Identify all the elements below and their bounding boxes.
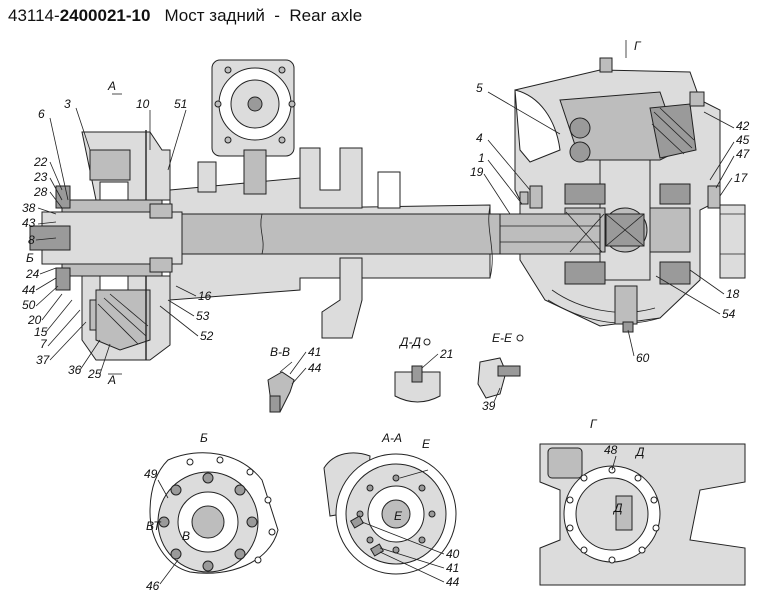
callout-46: 46 bbox=[146, 579, 160, 593]
callout-1: 1 bbox=[478, 151, 485, 165]
callout-36: 36 bbox=[68, 363, 82, 377]
mark-v: В bbox=[182, 529, 190, 543]
callout-54: 54 bbox=[722, 307, 736, 321]
callout-52: 52 bbox=[200, 329, 214, 343]
callout-28: 28 bbox=[33, 185, 48, 199]
callout-37: 37 bbox=[36, 353, 51, 367]
callout-3: 3 bbox=[64, 97, 71, 111]
label-ee: Е-Е bbox=[492, 331, 513, 345]
callout-25: 25 bbox=[87, 367, 102, 381]
callout-6: 6 bbox=[38, 107, 45, 121]
mark-d-2: Д bbox=[612, 501, 623, 515]
callout-10: 10 bbox=[136, 97, 150, 111]
callout-16: 16 bbox=[198, 289, 212, 303]
drawing-title: 43114-2400021-10 Мост задний - Rear axle bbox=[8, 6, 362, 26]
callout-18: 18 bbox=[726, 287, 740, 301]
axle-housing bbox=[169, 147, 506, 339]
title-en: Rear axle bbox=[289, 6, 363, 25]
callout-44b: 44 bbox=[446, 575, 460, 589]
title-ru: Мост задний bbox=[164, 6, 265, 25]
label-view-aa: А-А bbox=[381, 431, 402, 445]
callouts-diff: 5 4 1 19 42 45 47 17 18 54 60 bbox=[470, 81, 751, 365]
callout-44: 44 bbox=[308, 361, 322, 375]
label-vv: В-В bbox=[270, 345, 290, 359]
callout-23: 23 bbox=[33, 170, 48, 184]
callout-45: 45 bbox=[736, 133, 750, 147]
label-view-b: Б bbox=[200, 431, 208, 445]
mark-b-left: Б bbox=[26, 251, 34, 265]
mark-e: Е bbox=[422, 437, 431, 451]
callout-47: 47 bbox=[736, 147, 751, 161]
label-view-g: Г bbox=[590, 417, 598, 431]
brake-chamber bbox=[197, 59, 296, 195]
part-number: 2400021-10 bbox=[59, 6, 151, 25]
wheel-hub bbox=[29, 130, 183, 361]
callout-48: 48 bbox=[604, 443, 618, 457]
callout-43: 43 bbox=[22, 216, 36, 230]
callout-21: 21 bbox=[439, 347, 453, 361]
callout-51: 51 bbox=[174, 97, 187, 111]
section-dd bbox=[394, 338, 441, 403]
callout-22: 22 bbox=[33, 155, 48, 169]
view-b-flange bbox=[149, 452, 279, 574]
callout-8: 8 bbox=[28, 233, 35, 247]
main-gear-differential bbox=[499, 57, 746, 333]
mark-d-1: Д bbox=[634, 445, 645, 459]
callout-5: 5 bbox=[476, 81, 483, 95]
callout-4: 4 bbox=[476, 131, 483, 145]
callout-40: 40 bbox=[446, 547, 460, 561]
callout-20: 20 bbox=[27, 313, 42, 327]
callout-50: 50 bbox=[22, 298, 36, 312]
mark-a-bottom: А bbox=[107, 373, 116, 387]
mark-e-inner: Е bbox=[394, 509, 403, 523]
callout-60: 60 bbox=[636, 351, 650, 365]
section-vv bbox=[267, 361, 295, 413]
callout-41b: 41 bbox=[446, 561, 459, 575]
callout-7: 7 bbox=[40, 337, 48, 351]
mark-vt: ВТ bbox=[146, 519, 162, 533]
callout-42: 42 bbox=[736, 119, 750, 133]
callouts-hub: 6 3 10 51 22 23 28 38 43 8 24 44 50 20 1… bbox=[22, 97, 214, 381]
callout-17: 17 bbox=[734, 171, 749, 185]
view-g-carrier bbox=[539, 443, 746, 586]
callouts-sections: 41 44 21 39 bbox=[289, 345, 501, 413]
section-marks: А А Б Г В-В Д-Д Е-Е Б А-А Е Е Г Д Д ВТ В bbox=[26, 39, 645, 543]
callout-38: 38 bbox=[22, 201, 36, 215]
part-prefix: 43114- bbox=[8, 6, 60, 25]
callout-44: 44 bbox=[22, 283, 36, 297]
title-sep: - bbox=[274, 6, 280, 25]
label-dd: Д-Д bbox=[398, 335, 421, 349]
callouts-views: 49 46 40 41 44 48 bbox=[144, 443, 618, 593]
callout-53: 53 bbox=[196, 309, 210, 323]
callout-39: 39 bbox=[482, 399, 496, 413]
mark-g-top: Г bbox=[634, 39, 642, 53]
section-ee bbox=[477, 334, 524, 399]
callout-19: 19 bbox=[470, 165, 484, 179]
view-aa-brake bbox=[323, 452, 457, 575]
callout-49: 49 bbox=[144, 467, 158, 481]
mark-a-top: А bbox=[107, 79, 116, 93]
callout-24: 24 bbox=[25, 267, 40, 281]
callout-15: 15 bbox=[34, 325, 48, 339]
callout-41: 41 bbox=[308, 345, 321, 359]
